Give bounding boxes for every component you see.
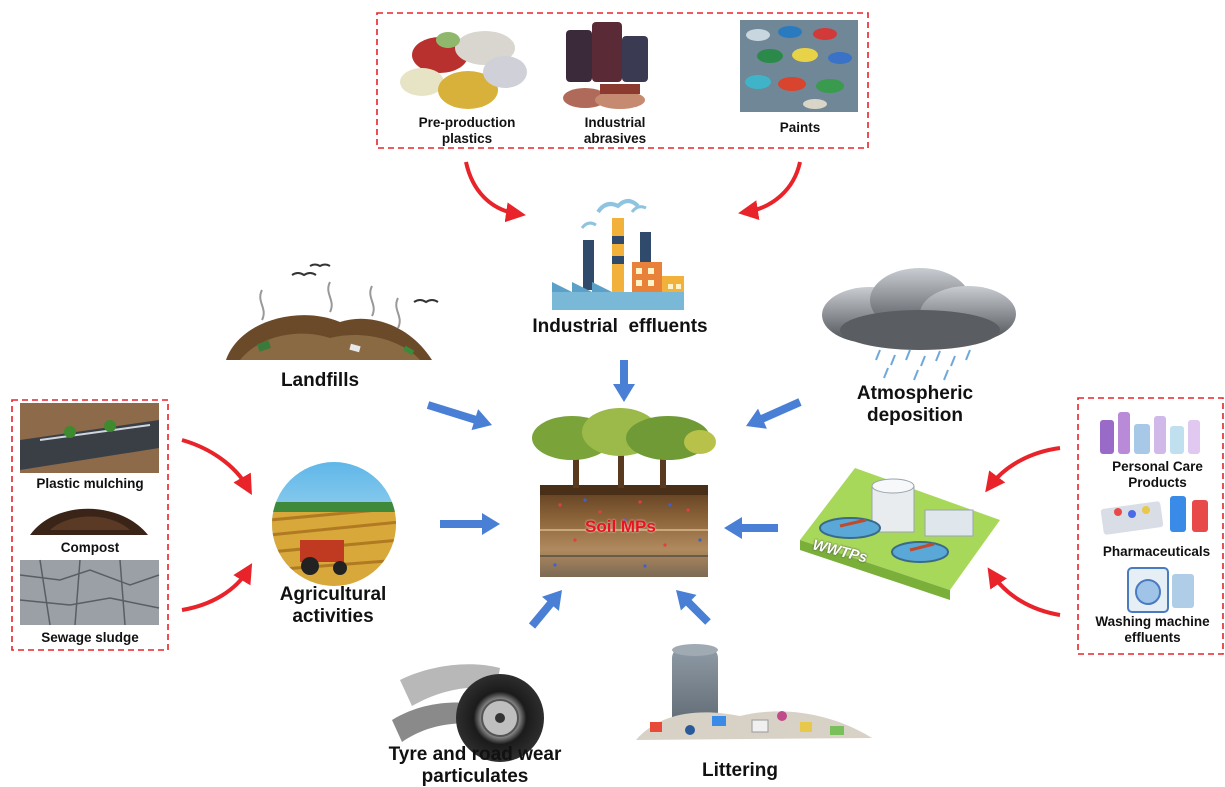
paints-image (740, 20, 858, 112)
red-arrow-agri-bottom (181, 563, 253, 612)
industrial-effluents-label: Industrial effluents (532, 316, 708, 337)
agricultural-field-image (272, 462, 396, 586)
landfills-label: Landfills (280, 370, 360, 391)
compost-label: Compost (60, 540, 120, 555)
plastic-mulching-image (20, 403, 159, 473)
washing-machine-line1: Washing machine (1095, 614, 1210, 629)
pre-production-plastics-line2: plastics (441, 130, 493, 146)
washing-machine-label: Washing machine effluents (1080, 614, 1225, 645)
agricultural-activities-line2: activities (292, 605, 374, 627)
industrial-abrasives-line1: Industrial (584, 115, 646, 130)
atmospheric-deposition-label: Atmospheric deposition (830, 383, 1000, 427)
blue-arrow-from-agriculture (440, 513, 500, 535)
washing-machine-image (1127, 567, 1194, 613)
blue-arrow-from-factory (613, 360, 635, 402)
personal-care-products-image (1100, 412, 1200, 454)
blue-arrow-from-littering (676, 590, 711, 625)
tyre-road-wear-line2: particulates (421, 765, 529, 787)
blue-arrow-from-wwtp (724, 517, 778, 539)
pharmaceuticals-image (1100, 496, 1208, 535)
soil-profile-image (532, 408, 716, 577)
tyre-road-wear-line1: Tyre and road wear (388, 744, 562, 765)
pre-production-plastics-label: Pre-production plastics (392, 115, 542, 146)
industrial-abrasives-image (563, 22, 648, 109)
agricultural-activities-label: Agricultural activities (268, 584, 398, 628)
red-arrow-wwtp-bottom (987, 567, 1061, 617)
personal-care-line2: Products (1128, 474, 1187, 490)
soil-mps-label: Soil MPs (585, 517, 656, 536)
blue-arrow-from-landfill (426, 401, 492, 431)
washing-machine-line2: effluents (1124, 629, 1181, 645)
tyre-road-wear-label: Tyre and road wear particulates (360, 744, 590, 787)
blue-arrows-group (426, 360, 802, 629)
blue-arrow-from-tyre (528, 590, 562, 629)
red-arrow-top-left (464, 161, 526, 223)
sewage-sludge-image (19, 559, 160, 626)
industrial-abrasives-line2: abrasives (583, 130, 647, 146)
personal-care-products-label: Personal Care Products (1090, 459, 1225, 490)
red-arrow-top-right (738, 161, 802, 221)
compost-image (30, 508, 148, 535)
littering-label: Littering (702, 760, 778, 781)
factory-image (552, 199, 684, 310)
wastewater-inputs-box (1077, 397, 1224, 655)
tyre-image (392, 664, 544, 762)
industrial-abrasives-label: Industrial abrasives (560, 115, 670, 146)
personal-care-line1: Personal Care (1112, 459, 1203, 474)
litter-image (636, 644, 872, 740)
pre-production-plastics-image (400, 31, 527, 109)
red-arrow-agri-top (181, 438, 252, 495)
paints-label: Paints (779, 120, 821, 135)
pharmaceuticals-label: Pharmaceuticals (1102, 544, 1211, 559)
industrial-sources-box (376, 12, 869, 149)
wwtp-image (800, 468, 1000, 600)
pre-production-plastics-line1: Pre-production (418, 115, 516, 130)
red-arrow-wwtp-top (985, 446, 1061, 493)
atmospheric-deposition-line2: deposition (866, 404, 964, 426)
agricultural-activities-line1: Agricultural (279, 584, 387, 605)
atmospheric-deposition-line1: Atmospheric (856, 383, 974, 404)
blue-arrow-from-atmosphere (746, 398, 802, 429)
landfill-image (226, 263, 439, 360)
sewage-sludge-label: Sewage sludge (41, 630, 139, 645)
plastic-mulching-label: Plastic mulching (36, 476, 144, 491)
agri-inputs-box (11, 399, 169, 651)
rain-cloud-image (822, 268, 1016, 381)
